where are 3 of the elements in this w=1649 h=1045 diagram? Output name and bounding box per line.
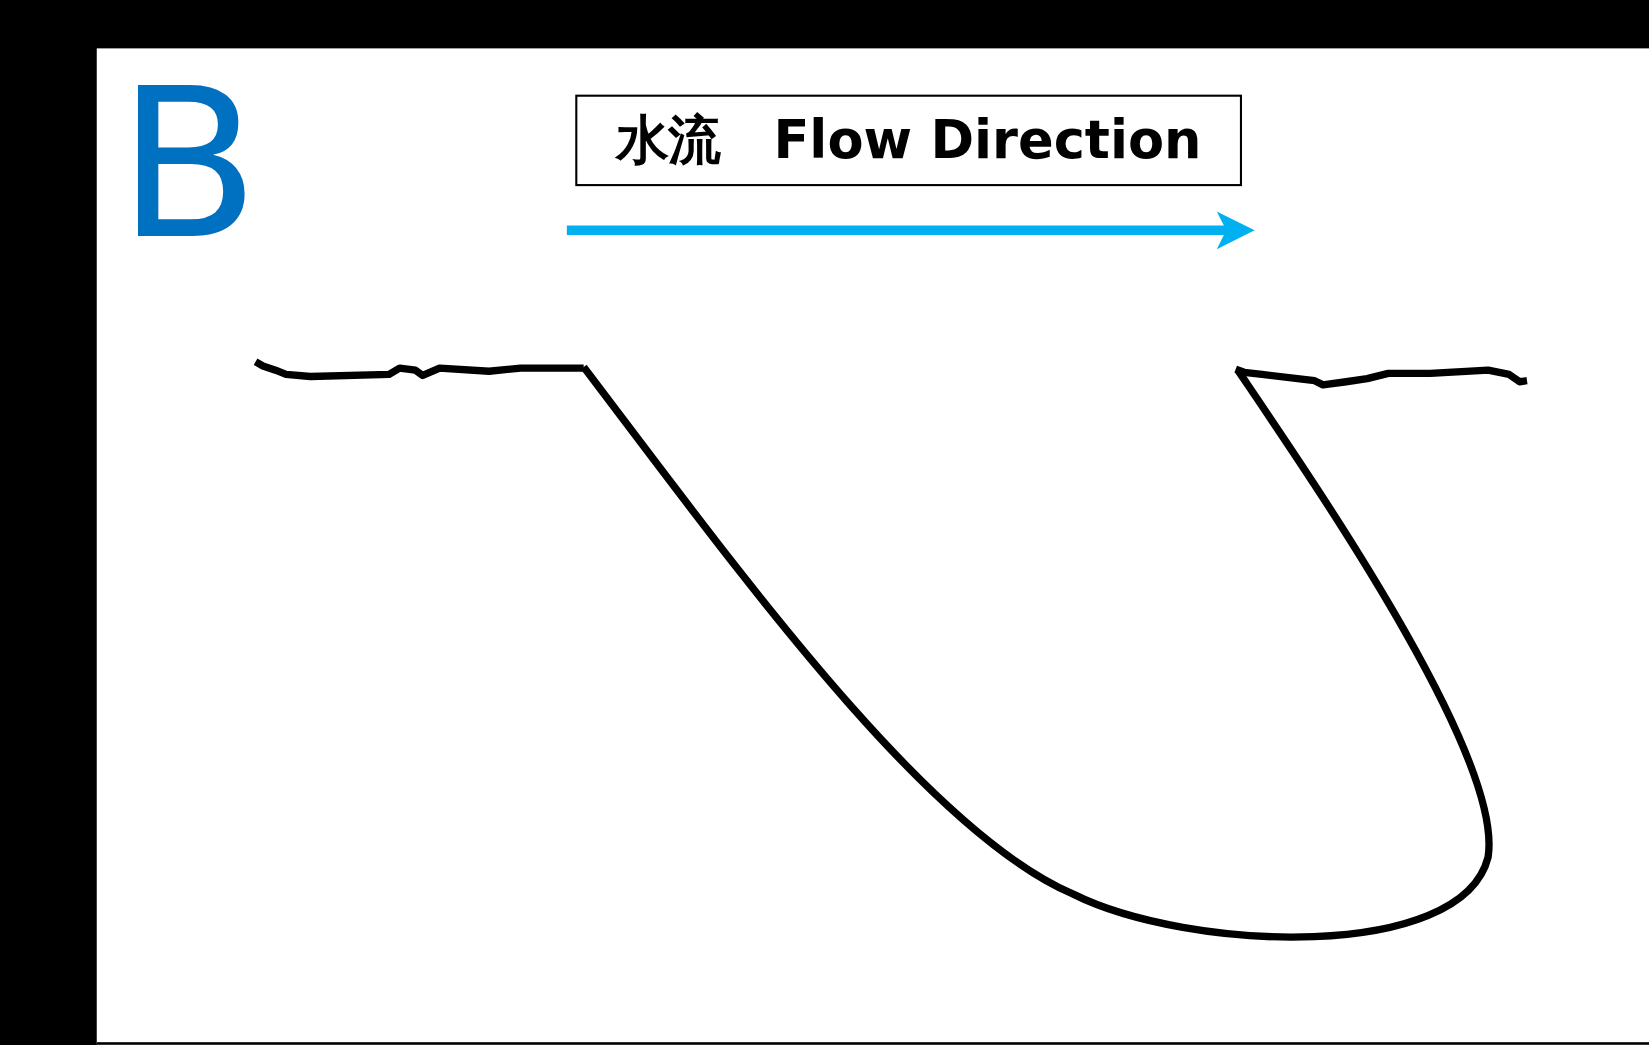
panel-letter: B: [117, 61, 260, 268]
box-text: 水流 Flow Direction: [615, 108, 1202, 173]
label-box: [575, 94, 1242, 187]
